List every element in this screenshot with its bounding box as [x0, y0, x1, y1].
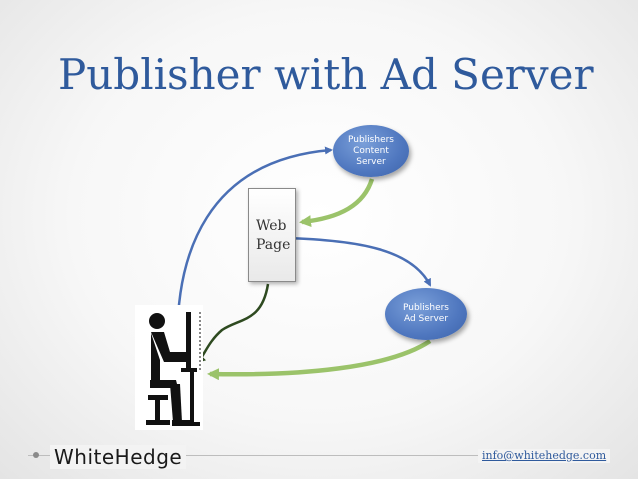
publishers-ad-server-node: Publishers Ad Server [385, 288, 467, 340]
arrow-ad-server-to-user [207, 339, 432, 381]
contact-email-link[interactable]: info@whitehedge.com [478, 449, 611, 463]
footer-bullet-left [33, 452, 39, 458]
ad-server-label-line2: Ad Server [403, 314, 449, 324]
content-server-label-line1: Publishers [347, 134, 394, 145]
content-server-label-line2: Content [353, 145, 389, 156]
content-server-label-line3: Server [356, 156, 386, 167]
web-page-node: Web Page [248, 188, 296, 282]
ad-server-label-line1: Publishers [402, 303, 449, 313]
footer-divider [28, 455, 610, 456]
arrow-webpage-to-user [196, 283, 270, 364]
web-page-label-line2: Page [256, 237, 291, 253]
user-at-computer-icon [135, 305, 203, 430]
whitehedge-logo: WhiteHedge [50, 445, 187, 469]
arrow-content-server-to-webpage [299, 178, 375, 228]
slide-title: Publisher with Ad Server [58, 50, 594, 99]
arrow-webpage-to-ad-server [283, 236, 432, 287]
web-page-label-line1: Web [256, 218, 287, 234]
publishers-content-server-node: Publishers Content Server [333, 125, 409, 177]
